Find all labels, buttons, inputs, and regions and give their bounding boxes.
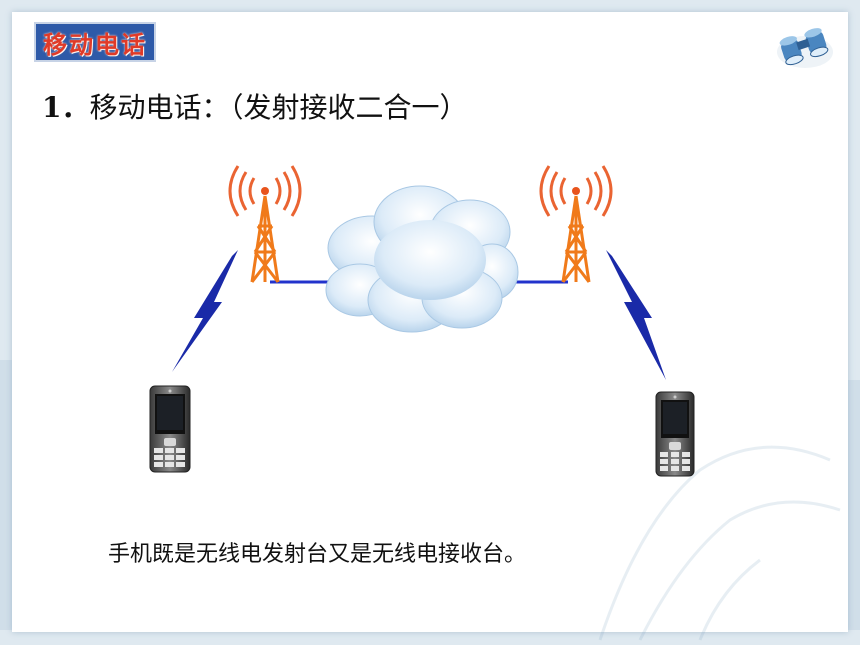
- lightning-signal-icon: [172, 250, 238, 372]
- radio-tower-icon: [539, 165, 613, 283]
- radio-tower-icon: [228, 165, 302, 283]
- lightning-signal-icon: [606, 250, 666, 380]
- badge-text: 移动电话: [43, 30, 147, 59]
- heading-text: 移动电话：（发射接收二合一）: [89, 91, 468, 124]
- mobile-phone-icon: [149, 385, 191, 473]
- diagram-caption: 手机既是无线电发射台又是无线电接收台。: [108, 542, 527, 567]
- slide-title-badge: 移动电话: [34, 22, 156, 62]
- binoculars-icon: [777, 28, 833, 68]
- mobile-phone-icon: [655, 391, 695, 477]
- heading-number: 1．: [42, 91, 90, 124]
- cloud-icon: [325, 185, 519, 333]
- slide-heading: 1．移动电话：（发射接收二合一）: [42, 86, 468, 126]
